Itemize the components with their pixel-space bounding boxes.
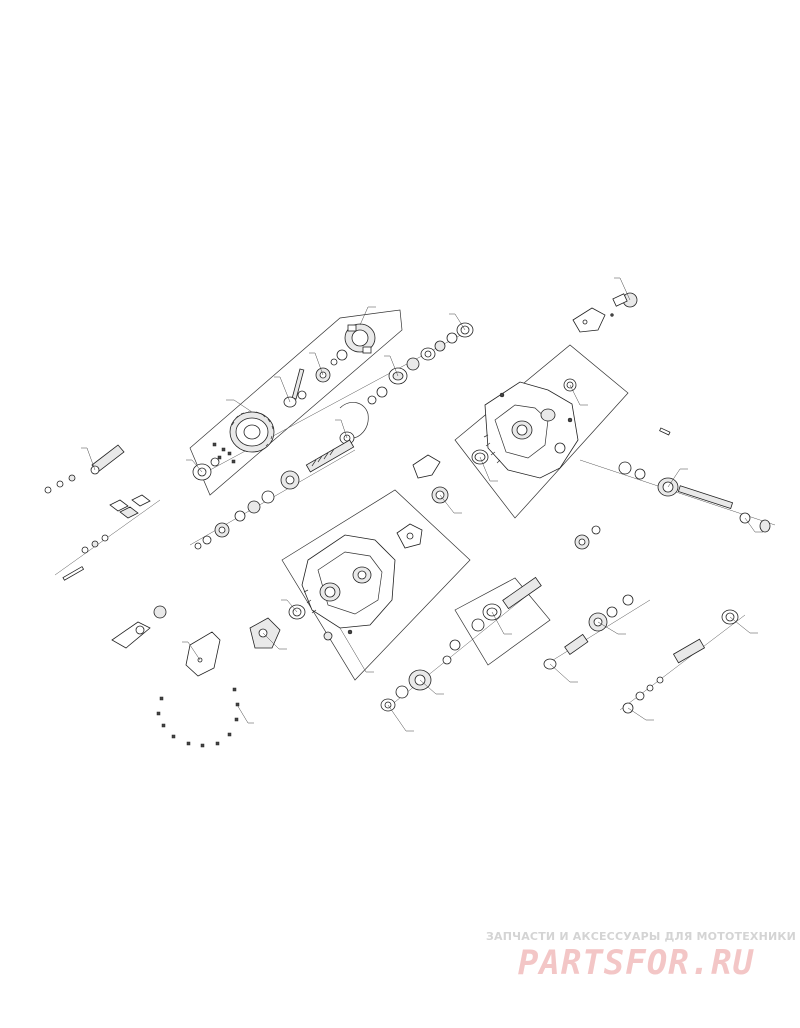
main-shaft-group [194,439,355,550]
ring-gear-bolts [212,442,236,464]
pinion-shaft [283,368,307,408]
right-lower-gears [543,525,739,714]
ring-gear [229,411,275,453]
frame-left-case-group [281,489,471,681]
drive-chain [339,401,369,439]
main-shaft [305,439,355,473]
spacer-ring [336,349,348,361]
differential-group [192,323,376,481]
frame-right-case-group [454,344,629,519]
cover-plate [396,523,423,549]
watermark-caption: ЗАПЧАСТИ И АКСЕССУАРЫ ДЛЯ МОТОТЕХНИКИ [486,930,796,943]
frame-countershaft-group [454,577,551,666]
countershaft-group [449,576,542,651]
bolt-set [156,687,240,748]
axis-lines [54,329,776,711]
watermark-logo: PARTSFOR.RU [517,943,755,983]
washer [210,457,220,467]
callout-leaders [81,277,763,732]
oil-seal [323,631,333,641]
watermark: ЗАПЧАСТИ И АКСЕССУАРЫ ДЛЯ МОТОТЕХНИКИ PA… [486,930,796,983]
left-crankcase [301,534,396,635]
differential-case [344,323,376,354]
right-crankcase [483,381,579,479]
lower-middle-gears [380,655,452,712]
shift-linkage [111,605,281,677]
left-small-parts [44,444,151,581]
mount-bracket-lower [185,631,221,677]
group-frames [189,309,629,681]
frame-differential-gear-group [189,309,403,496]
bracket-plate-center [412,454,441,479]
mount-bracket-upper [572,292,638,333]
output-shaft-right [618,427,771,533]
